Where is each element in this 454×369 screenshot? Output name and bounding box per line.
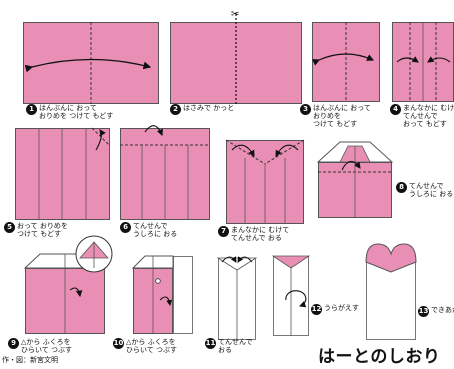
step3-number: 3	[300, 104, 311, 115]
step5-number: 5	[4, 222, 15, 233]
step8-arrow	[341, 160, 361, 171]
step8-number: 8	[396, 182, 407, 193]
step12-number: 12	[311, 304, 322, 315]
step1-caption: 1 はんぶんに おって おりめを つけて もどす	[26, 104, 113, 120]
step2-number: 2	[170, 104, 181, 115]
step6-caption: 6 てんせんで うしろに おる	[120, 222, 177, 238]
step7-arrow-right	[275, 144, 299, 157]
step6-number: 6	[120, 222, 131, 233]
step3-text: はんぶんに おって おりめを つけて もどす	[313, 104, 371, 128]
step13-strip	[366, 262, 416, 340]
step2-text: はさみで かっと	[183, 104, 235, 112]
step11-text: てんせんで おる	[218, 338, 253, 354]
step10-number: 10	[113, 338, 124, 349]
scissors-icon: ✂	[231, 9, 239, 20]
step11-caption: 11 てんせんで おる	[205, 338, 253, 354]
step12-turn-arrow	[285, 290, 307, 308]
step10-text: △から ふくろを ひらいて つぶす	[126, 338, 178, 354]
step10-white-flap	[173, 256, 193, 334]
step7-caption: 7 まんなかに むけて てんせんで おる	[218, 226, 289, 242]
step8-text: てんせんで うしろに おる	[409, 182, 454, 198]
step1-text: はんぶんに おって おりめを つけて もどす	[39, 104, 114, 120]
step5-paper	[15, 128, 110, 220]
step11-number: 11	[205, 338, 216, 349]
step4-arrow-right	[427, 56, 451, 63]
step1-arrow	[24, 58, 152, 73]
step5-caption: 5 おって おりめを つけて もどす	[4, 222, 68, 238]
step2-caption: 2 はさみで かっと	[170, 104, 234, 115]
step13-caption: 13 できあがり	[418, 306, 454, 317]
step5-text: おって おりめを つけて もどす	[17, 222, 68, 238]
step4-caption: 4 まんなかに むけ てんせんで おって もどす	[390, 104, 454, 128]
step6-text: てんせんで うしろに おる	[133, 222, 178, 238]
step3-arrow	[312, 53, 375, 66]
step9-caption: 9 △から ふくろを ひらいて つぶす	[8, 338, 72, 354]
step12-text: うらがえす	[324, 304, 359, 312]
step7-arrow-left	[231, 144, 255, 157]
step7-text: まんなかに むけて てんせんで おる	[231, 226, 290, 242]
step4-number: 4	[390, 104, 401, 115]
step9-number: 9	[8, 338, 19, 349]
author-credit: 作・図：新宮文明	[2, 356, 58, 364]
diagram-title: はーとのしおり	[318, 347, 441, 367]
step7-number: 7	[218, 226, 229, 237]
step13-number: 13	[418, 306, 429, 317]
step3-caption: 3 はんぶんに おって おりめを つけて もどす	[300, 104, 371, 128]
step9-arrow	[69, 287, 83, 298]
step13-heart	[365, 243, 417, 273]
step5-arrow	[95, 129, 106, 151]
step4-text: まんなかに むけ てんせんで おって もどす	[403, 104, 454, 128]
step13-text: できあがり	[431, 306, 454, 314]
step12-caption: 12 うらがえす	[311, 304, 359, 315]
step4-arrow-left	[396, 56, 419, 63]
step1-number: 1	[26, 104, 37, 115]
step10-caption: 10 △から ふくろを ひらいて つぶす	[113, 338, 177, 354]
step9-text: △から ふくろを ひらいて つぶす	[21, 338, 73, 354]
step8-caption: 8 てんせんで うしろに おる	[396, 182, 453, 198]
step6-arrow	[144, 125, 163, 137]
